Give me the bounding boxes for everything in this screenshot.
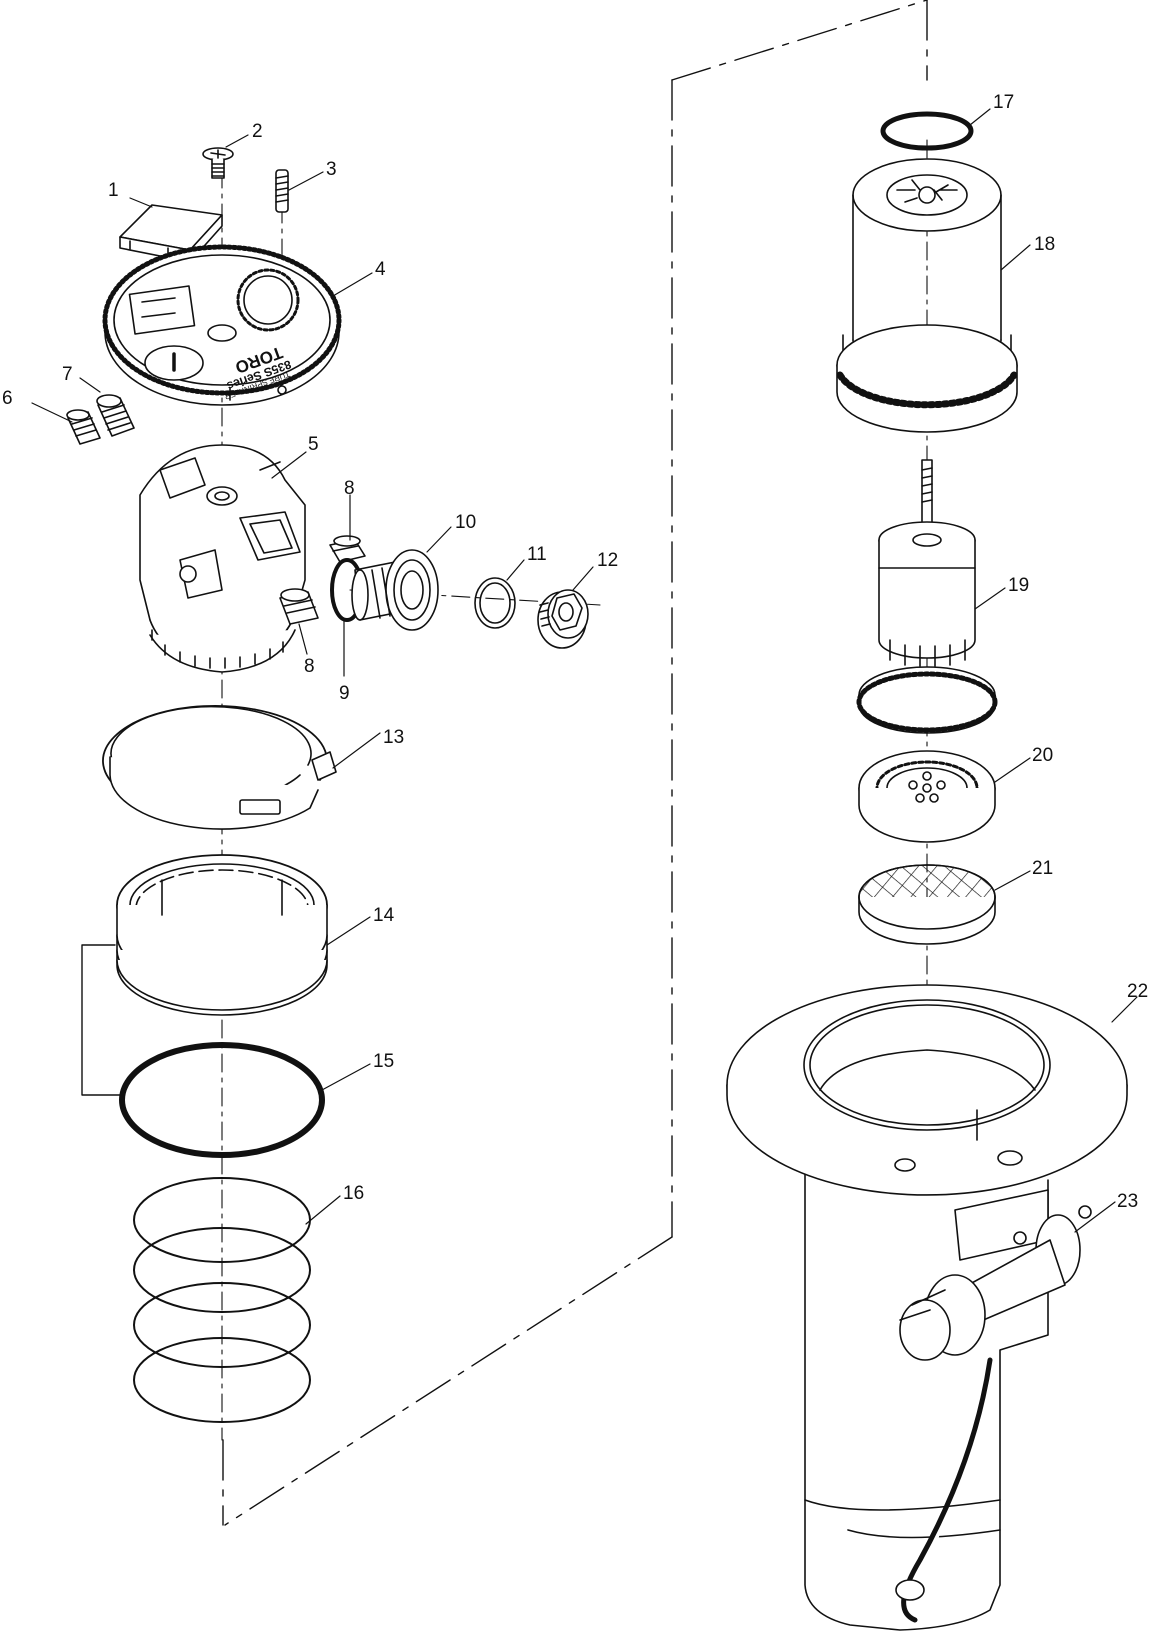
part-19-drive-assembly	[856, 459, 998, 734]
part-14-threaded-ring	[116, 854, 328, 1016]
callout-2: 2	[252, 121, 263, 142]
callout-8-lower: 8	[304, 656, 315, 677]
part-10-nozzle-body	[351, 549, 439, 631]
callout-1: 1	[108, 180, 119, 201]
callout-6: 6	[2, 388, 13, 409]
callout-11: 11	[527, 544, 547, 565]
part-5-nozzle-housing	[139, 444, 306, 673]
phantom-boundary-line	[222, 0, 928, 1526]
callout-18: 18	[1034, 234, 1055, 255]
callout-5: 5	[308, 434, 319, 455]
callout-23: 23	[1117, 1191, 1138, 1212]
callout-3: 3	[326, 159, 337, 180]
part-3-set-screw	[275, 169, 289, 213]
callout-9: 9	[339, 683, 350, 704]
leader-lines	[31, 108, 1138, 1233]
part-13-snap-ring	[102, 704, 337, 830]
part-21-screen	[858, 864, 996, 945]
callout-7: 7	[62, 364, 73, 385]
part-6-nozzle-plug	[66, 409, 101, 445]
callout-13: 13	[383, 727, 404, 748]
callout-15: 15	[373, 1051, 394, 1072]
callout-21: 21	[1032, 858, 1053, 879]
callout-12: 12	[597, 550, 618, 571]
callout-8-upper: 8	[344, 478, 355, 499]
part-15-large-o-ring	[119, 1042, 325, 1158]
part-17-o-ring	[880, 111, 974, 151]
callout-19: 19	[1008, 575, 1029, 596]
part-20-filter-housing	[858, 750, 996, 843]
bracket-14-15	[81, 944, 121, 1096]
part-16-spring	[133, 1177, 311, 1423]
callout-16: 16	[343, 1183, 364, 1204]
part-4-dial-plate: TORO 835S Series TURF SPRINKLER	[102, 244, 342, 406]
part-2-screw	[202, 147, 234, 179]
callout-14: 14	[373, 905, 395, 926]
part-11-gasket	[474, 577, 516, 629]
part-8-plug-lower	[279, 588, 319, 625]
part-22-sprinkler-case	[726, 984, 1128, 1631]
callout-labels: 1 2 3 4 5 6 7 8 8 9 10 11 12 13 14 15 16…	[2, 92, 1148, 1212]
part-7-nozzle	[96, 394, 135, 437]
callout-10: 10	[455, 512, 476, 533]
callout-17: 17	[993, 92, 1014, 113]
callout-20: 20	[1032, 745, 1053, 766]
callout-4: 4	[375, 259, 386, 280]
part-18-riser	[836, 158, 1018, 433]
part-12-nozzle-cap	[537, 589, 589, 649]
part-8-plug-upper	[329, 535, 366, 563]
callout-22: 22	[1127, 981, 1148, 1002]
